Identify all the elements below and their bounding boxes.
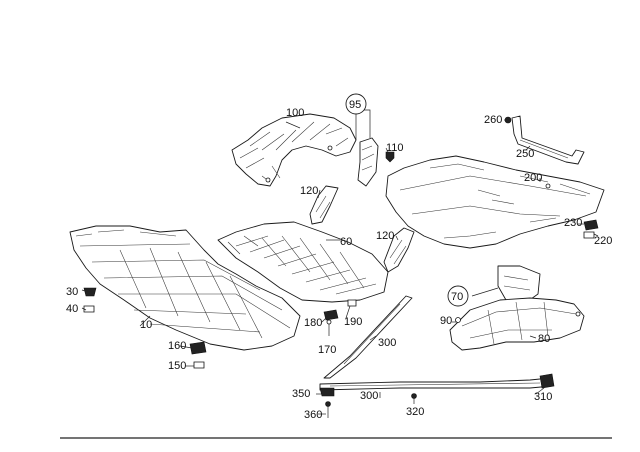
label-190[interactable]: 190 — [344, 316, 362, 328]
part-30-clip[interactable] — [83, 287, 97, 297]
label-60[interactable]: 60 — [340, 236, 352, 248]
part-220-nut[interactable] — [583, 231, 595, 239]
label-150[interactable]: 150 — [168, 360, 186, 372]
label-100[interactable]: 100 — [286, 107, 304, 119]
part-80-bracket[interactable] — [449, 297, 585, 351]
part-320-screw[interactable] — [411, 393, 417, 405]
label-170[interactable]: 170 — [318, 344, 336, 356]
part-170-screw[interactable] — [326, 319, 332, 336]
label-300-upper[interactable]: 300 — [378, 337, 396, 349]
label-95[interactable]: 95 — [349, 99, 361, 111]
label-350[interactable]: 350 — [292, 388, 310, 400]
label-250[interactable]: 250 — [516, 148, 534, 160]
part-40-nut[interactable] — [83, 305, 95, 313]
part-310-bracket[interactable] — [539, 373, 555, 389]
part-10-front-panel[interactable] — [69, 225, 301, 351]
part-120-brace-b[interactable] — [383, 227, 415, 273]
part-120-brace-a[interactable] — [309, 185, 339, 225]
label-180[interactable]: 180 — [304, 317, 322, 329]
label-120-right[interactable]: 120 — [376, 230, 394, 242]
part-90-screw[interactable] — [455, 317, 461, 323]
part-360-screw[interactable] — [325, 401, 331, 419]
part-230-clip[interactable] — [583, 219, 599, 231]
part-350-bracket[interactable] — [319, 387, 335, 397]
callout-circle-95 — [345, 93, 367, 115]
part-150-nut[interactable] — [193, 361, 205, 369]
label-90[interactable]: 90 — [440, 315, 452, 327]
label-30[interactable]: 30 — [66, 286, 78, 298]
part-190-nut[interactable] — [347, 299, 357, 307]
label-80[interactable]: 80 — [538, 333, 550, 345]
label-70[interactable]: 70 — [451, 291, 463, 303]
part-160-clip[interactable] — [189, 341, 207, 355]
part-250-strut[interactable] — [511, 115, 585, 165]
label-160[interactable]: 160 — [168, 340, 186, 352]
part-60-center-panel[interactable] — [217, 221, 389, 303]
part-200-rear-panel[interactable] — [385, 155, 605, 249]
label-120-upper[interactable]: 120 — [300, 185, 318, 197]
label-310[interactable]: 310 — [534, 391, 552, 403]
label-40[interactable]: 40 — [66, 303, 78, 315]
label-360[interactable]: 360 — [304, 409, 322, 421]
label-200[interactable]: 200 — [524, 172, 542, 184]
part-95-bracket[interactable] — [357, 137, 379, 187]
label-10[interactable]: 10 — [140, 319, 152, 331]
part-310-strut[interactable] — [319, 377, 553, 391]
label-230[interactable]: 230 — [564, 217, 582, 229]
callout-circle-70 — [447, 285, 469, 307]
label-320[interactable]: 320 — [406, 406, 424, 418]
leader-lines — [81, 119, 599, 415]
label-110[interactable]: 110 — [386, 142, 404, 154]
label-220[interactable]: 220 — [594, 235, 612, 247]
part-180-clip[interactable] — [323, 309, 339, 321]
part-110-clip[interactable] — [385, 151, 395, 163]
label-260[interactable]: 260 — [484, 114, 502, 126]
part-300-strut[interactable] — [323, 295, 413, 379]
part-100-shield[interactable] — [231, 113, 357, 187]
label-300-lower[interactable]: 300 — [360, 390, 378, 402]
